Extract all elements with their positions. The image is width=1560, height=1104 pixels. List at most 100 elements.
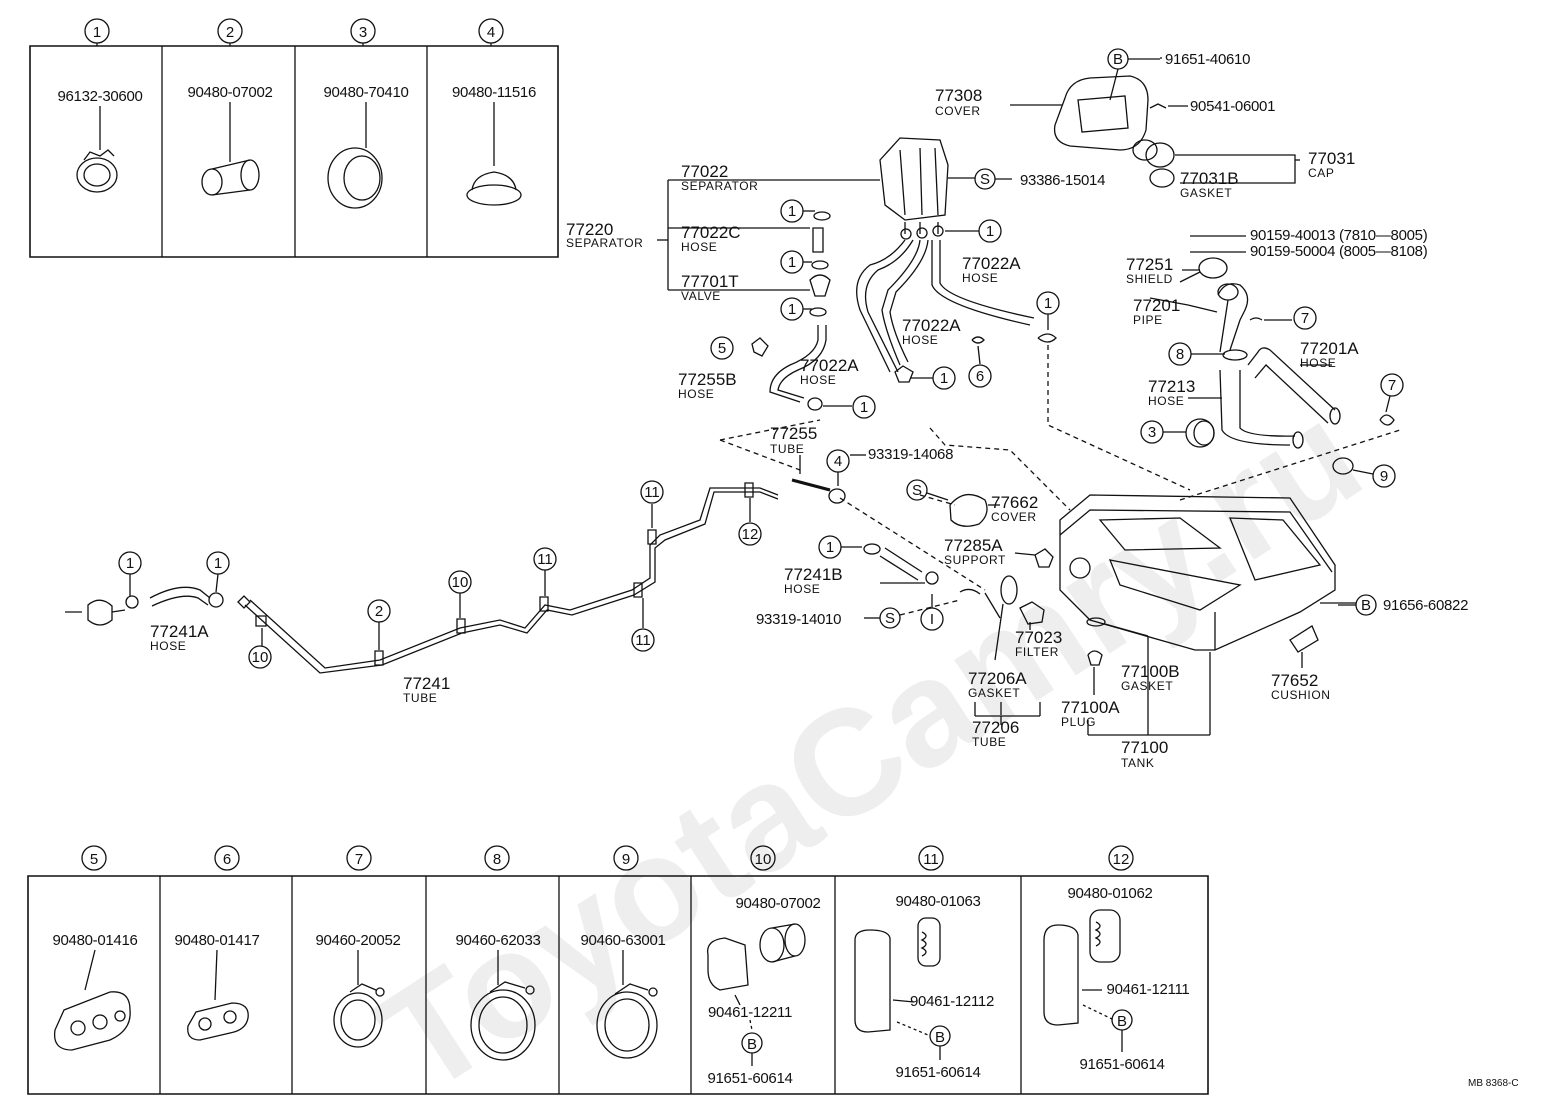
label-valve: VALVE [681, 289, 721, 303]
label-hose-1: HOSE [681, 240, 717, 254]
bottom-box-9-part: 90460-63001 [580, 932, 665, 949]
watermark: ToyotaCamry.ru [351, 370, 1389, 1104]
label-shield: SHIELD [1126, 272, 1173, 286]
bottom-box-12-part-a: 90480-01062 [1067, 885, 1152, 902]
separator-hoses [857, 226, 1034, 372]
callout-6: 6 [976, 368, 984, 385]
three-hole-clamp-icon [55, 950, 131, 1050]
label-plug: PLUG [1061, 715, 1096, 729]
label-77022A-1: 77022A [962, 254, 1021, 273]
callout-10-b: 10 [452, 574, 469, 591]
top-box-3-number: 3 [359, 24, 367, 41]
callout-1-h: 1 [826, 539, 834, 556]
label-77022A-2: 77022A [902, 316, 961, 335]
label-cover-1: COVER [935, 104, 981, 118]
label-hose-6: HOSE [1148, 394, 1184, 408]
label-77241: 77241 [403, 674, 450, 693]
label-gasket-1: GASKET [1180, 186, 1232, 200]
callout-1-j: 1 [214, 555, 222, 572]
label-91656-60822: 91656-60822 [1383, 597, 1468, 614]
callout-12: 12 [742, 526, 759, 543]
bottom-box-6-number: 6 [223, 851, 231, 868]
callout-S-c: S [885, 610, 895, 627]
hose-77241b-icon [880, 548, 922, 580]
label-hose-4: HOSE [800, 373, 836, 387]
label-support: SUPPORT [944, 553, 1006, 567]
bottom-box-7-part: 90460-20052 [315, 932, 400, 949]
ring-grommet-icon [328, 102, 382, 208]
callout-B-b: B [1361, 597, 1371, 614]
label-77022A-3: 77022A [800, 356, 859, 375]
bottom-box-12-B-callout: B [1117, 1013, 1127, 1030]
reference-lines [720, 345, 1400, 615]
label-cap: CAP [1308, 166, 1334, 180]
bottom-box-7-number: 7 [355, 851, 363, 868]
sender-cover-icon [950, 495, 987, 527]
bottom-box-11-part-a: 90480-01063 [895, 893, 980, 910]
label-hose-5: HOSE [1300, 356, 1336, 370]
label-filter: FILTER [1015, 645, 1059, 659]
two-hole-clamp-icon [188, 950, 248, 1040]
callout-B-a: B [1113, 51, 1123, 68]
separator-icon [668, 138, 975, 234]
grommet-icon [202, 102, 259, 195]
hose-clamp-icon [77, 106, 117, 192]
label-hose-2: HOSE [962, 271, 998, 285]
label-gasket-3: GASKET [1121, 679, 1173, 693]
plug-cap-icon [467, 102, 521, 205]
callout-10-a: 10 [252, 649, 269, 666]
hose-77255b-icon [770, 325, 852, 410]
tube-clip-icon [708, 924, 805, 1030]
callout-8: 8 [1176, 346, 1184, 363]
bottom-box-12-part-b: 90461-12111 [1107, 981, 1190, 998]
label-91651-40610: 91651-40610 [1165, 51, 1250, 68]
callout-3: 3 [1148, 424, 1156, 441]
callout-1-e: 1 [1044, 295, 1052, 312]
label-77241A: 77241A [150, 622, 209, 641]
bottom-box-11-part-b: 90461-12112 [910, 993, 994, 1010]
bottom-box-10-part-d: 91651-60614 [707, 1070, 792, 1087]
label-77308: 77308 [935, 86, 982, 105]
label-pipe: PIPE [1133, 313, 1163, 327]
label-77100A: 77100A [1061, 698, 1120, 717]
top-box-2-part: 90480-07002 [187, 84, 272, 101]
fuel-tube-77241-icon [245, 483, 778, 673]
label-77022C: 77022C [681, 223, 741, 242]
filler-pipe-icon [1182, 258, 1340, 448]
label-hose-7: HOSE [678, 387, 714, 401]
label-77255: 77255 [770, 424, 817, 443]
label-93386-15014: 93386-15014 [1020, 172, 1105, 189]
bottom-box-12-part-d: 91651-60614 [1079, 1056, 1164, 1073]
label-hose-8: HOSE [784, 582, 820, 596]
label-93319-14068: 93319-14068 [868, 446, 953, 463]
bottom-box-8-part: 90460-62033 [455, 932, 540, 949]
bottom-box-9-number: 9 [622, 851, 630, 868]
label-cushion: CUSHION [1271, 688, 1331, 702]
band-clamp-medium-icon [597, 950, 657, 1058]
label-77213: 77213 [1148, 377, 1195, 396]
callout-1-f: 1 [940, 370, 948, 387]
label-gasket-2: GASKET [968, 686, 1020, 700]
top-box-1-number: 1 [93, 24, 101, 41]
label-hose-3: HOSE [902, 333, 938, 347]
label-77251: 77251 [1126, 255, 1173, 274]
reference-code: MB 8368-C [1468, 1078, 1519, 1089]
bottom-box-11-part-d: 91651-60614 [895, 1064, 980, 1081]
label-77285A: 77285A [944, 536, 1003, 555]
top-box-1-part: 96132-30600 [57, 88, 142, 105]
bottom-box-11-B-callout: B [935, 1029, 945, 1046]
label-77100: 77100 [1121, 738, 1168, 757]
band-clamp-large-icon [471, 950, 535, 1060]
bottom-box-5-part: 90480-01416 [52, 932, 137, 949]
label-77206A: 77206A [968, 669, 1027, 688]
fuel-lid-cover-icon [1010, 76, 1148, 150]
bottom-box-6-part: 90480-01417 [174, 932, 259, 949]
bottom-box-10-part-b: 90461-12211 [708, 1004, 792, 1021]
label-77662: 77662 [991, 493, 1038, 512]
label-77652: 77652 [1271, 671, 1318, 690]
top-parts-table [30, 19, 558, 257]
label-77201A: 77201A [1300, 339, 1359, 358]
callout-1-b: 1 [788, 254, 796, 271]
label-77220: 77220 [566, 220, 613, 239]
label-tube-2: TUBE [972, 735, 1006, 749]
